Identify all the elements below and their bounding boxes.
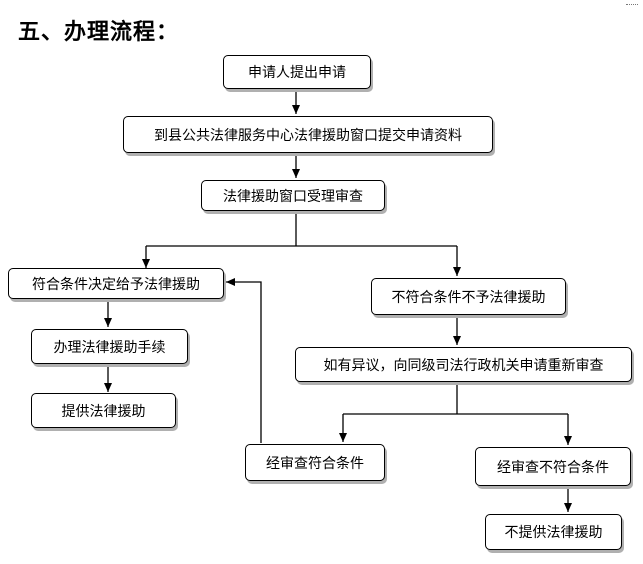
node-recheck-pass: 经审查符合条件: [245, 444, 385, 481]
node-provide: 提供法律援助: [31, 393, 176, 428]
node-recheck-pass-label: 经审查符合条件: [266, 455, 364, 472]
node-submit-label: 到县公共法律服务中心法律援助窗口提交申请资料: [154, 127, 462, 144]
node-apply: 申请人提出申请: [223, 55, 371, 89]
node-reject-label: 不符合条件不予法律援助: [391, 289, 546, 306]
corner-mark: [626, 4, 638, 6]
node-reject: 不符合条件不予法律援助: [371, 278, 566, 315]
node-appeal: 如有异议，向同级司法行政机关申请重新审查: [295, 347, 632, 382]
page-title: 五、办理流程：: [18, 20, 180, 45]
node-procedures-label: 办理法律援助手续: [53, 339, 166, 356]
node-approve: 符合条件决定给予法律援助: [8, 268, 224, 299]
arrow-pass-approve: [226, 278, 262, 443]
node-submit: 到县公共法律服务中心法律援助窗口提交申请资料: [123, 116, 493, 153]
node-apply-label: 申请人提出申请: [248, 65, 346, 81]
node-provide-label: 提供法律援助: [61, 403, 146, 420]
node-appeal-label: 如有异议，向同级司法行政机关申请重新审查: [323, 357, 604, 374]
node-recheck-fail: 经审查不符合条件: [475, 447, 631, 486]
node-review: 法律援助窗口受理审查: [201, 180, 385, 211]
node-approve-label: 符合条件决定给予法律援助: [32, 276, 200, 293]
node-no-aid-label: 不提供法律援助: [504, 525, 603, 541]
node-no-aid: 不提供法律援助: [485, 514, 622, 550]
node-review-label: 法律援助窗口受理审查: [223, 188, 363, 205]
node-procedures: 办理法律援助手续: [31, 329, 188, 364]
node-recheck-fail-label: 经审查不符合条件: [497, 459, 609, 476]
